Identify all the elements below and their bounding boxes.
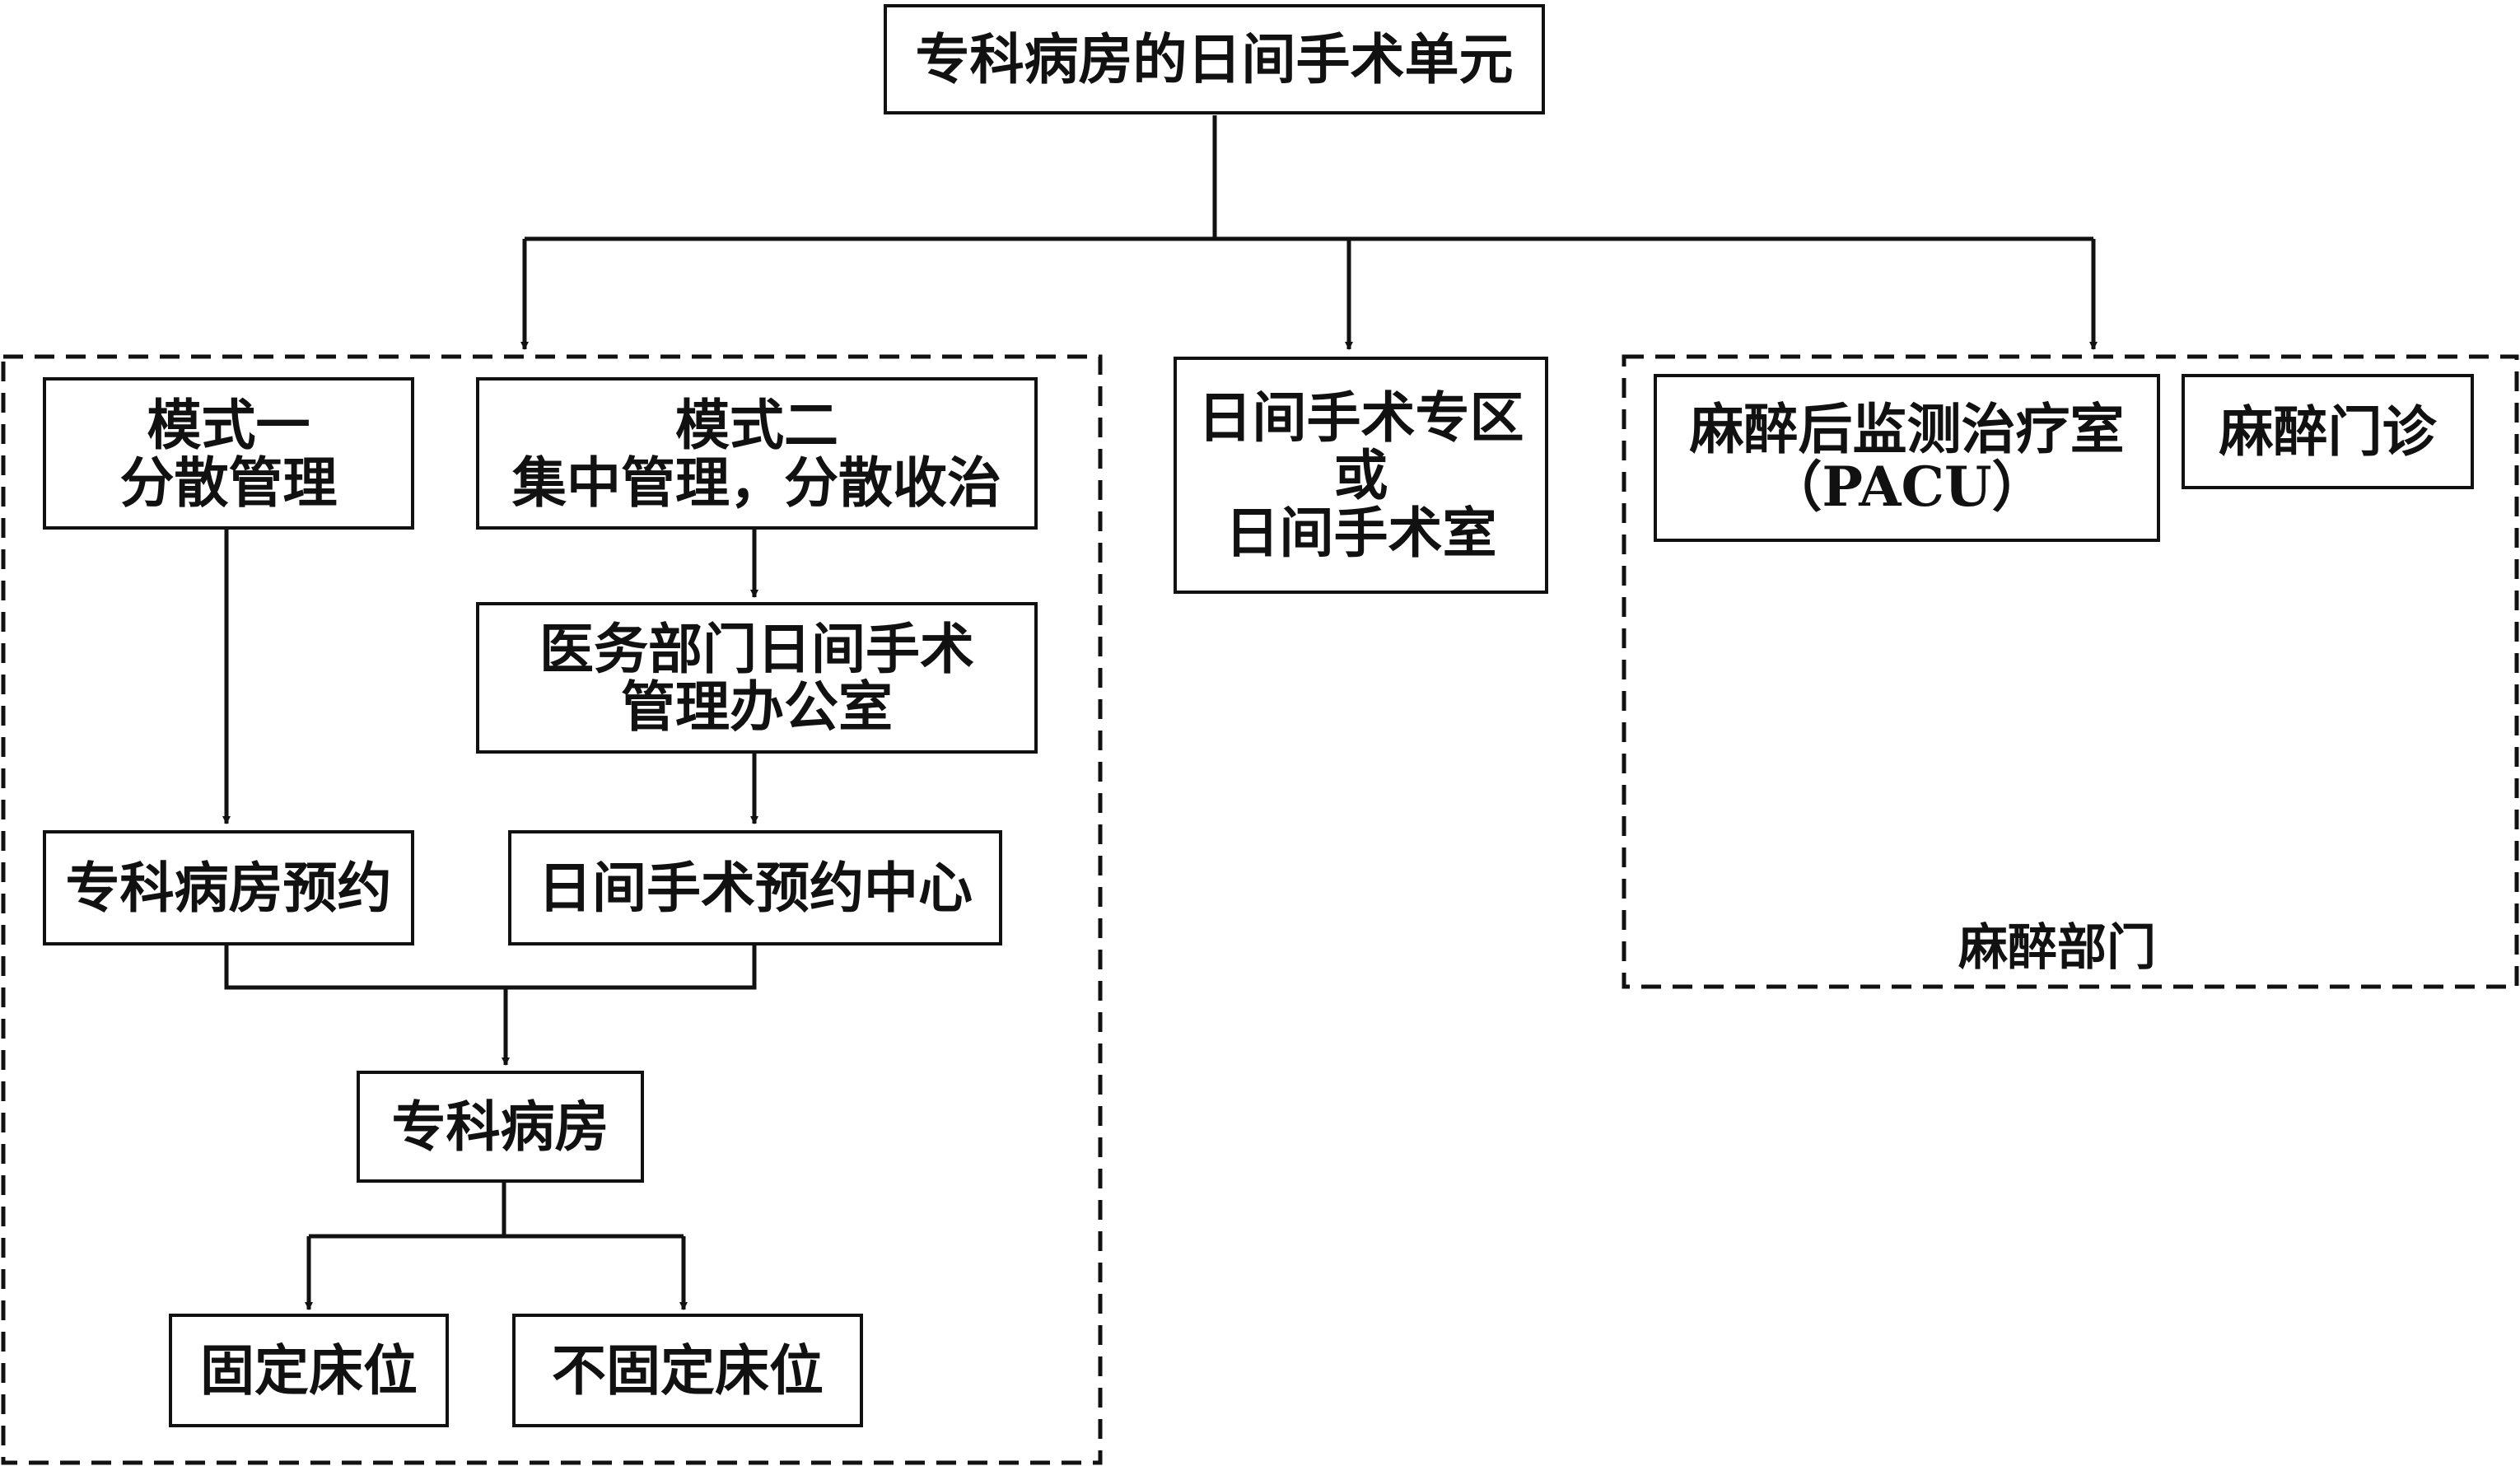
root-node: 专科病房的日间手术单元 [884, 4, 1545, 114]
booking-center-label: 日间手术预约中心 [538, 856, 973, 920]
root-label: 专科病房的日间手术单元 [915, 27, 1514, 91]
management-office-node: 医务部门日间手术 管理办公室 [476, 602, 1038, 754]
day-surgery-zone-line1: 日间手术专区 [1197, 385, 1524, 450]
mode1-node: 模式一 分散管理 [43, 377, 414, 530]
mode2-title: 模式二 [675, 392, 838, 457]
fixed-bed-label: 固定床位 [200, 1338, 418, 1403]
day-surgery-zone-node: 日间手术专区 或 日间手术室 [1174, 357, 1548, 594]
mode2-subtitle: 集中管理，分散收治 [512, 450, 1001, 515]
pacu-line1: 麻醉后监测治疗室 [1689, 397, 2125, 461]
ward-booking-label: 专科病房预约 [65, 856, 392, 920]
mode1-title: 模式一 [147, 392, 310, 457]
specialty-ward-node: 专科病房 [357, 1071, 644, 1183]
mode1-subtitle: 分散管理 [119, 450, 338, 515]
mode2-node: 模式二 集中管理，分散收治 [476, 377, 1038, 530]
ward-booking-node: 专科病房预约 [43, 830, 414, 945]
anesthesia-clinic-node: 麻醉门诊 [2182, 374, 2474, 489]
anesthesia-clinic-label: 麻醉门诊 [2219, 399, 2437, 464]
booking-center-node: 日间手术预约中心 [508, 830, 1002, 945]
anesthesia-group-dashed-border [1622, 354, 2519, 989]
fixed-bed-node: 固定床位 [169, 1314, 449, 1427]
flexible-bed-label: 不固定床位 [552, 1338, 824, 1403]
flexible-bed-node: 不固定床位 [512, 1314, 863, 1427]
connector-bookings-merge [224, 945, 757, 990]
anesthesia-group-label: 麻醉部门 [1958, 919, 2156, 977]
pacu-line2: （PACU） [1767, 455, 2046, 519]
mode-group-dashed-border [1, 354, 1103, 1465]
management-office-line1: 医务部门日间手术 [539, 617, 974, 681]
specialty-ward-label: 专科病房 [391, 1095, 609, 1159]
day-surgery-zone-or: 或 [1333, 443, 1388, 507]
pacu-node: 麻醉后监测治疗室 （PACU） [1654, 374, 2160, 542]
day-surgery-zone-line3: 日间手术室 [1225, 501, 1497, 565]
management-office-line2: 管理办公室 [621, 675, 893, 739]
